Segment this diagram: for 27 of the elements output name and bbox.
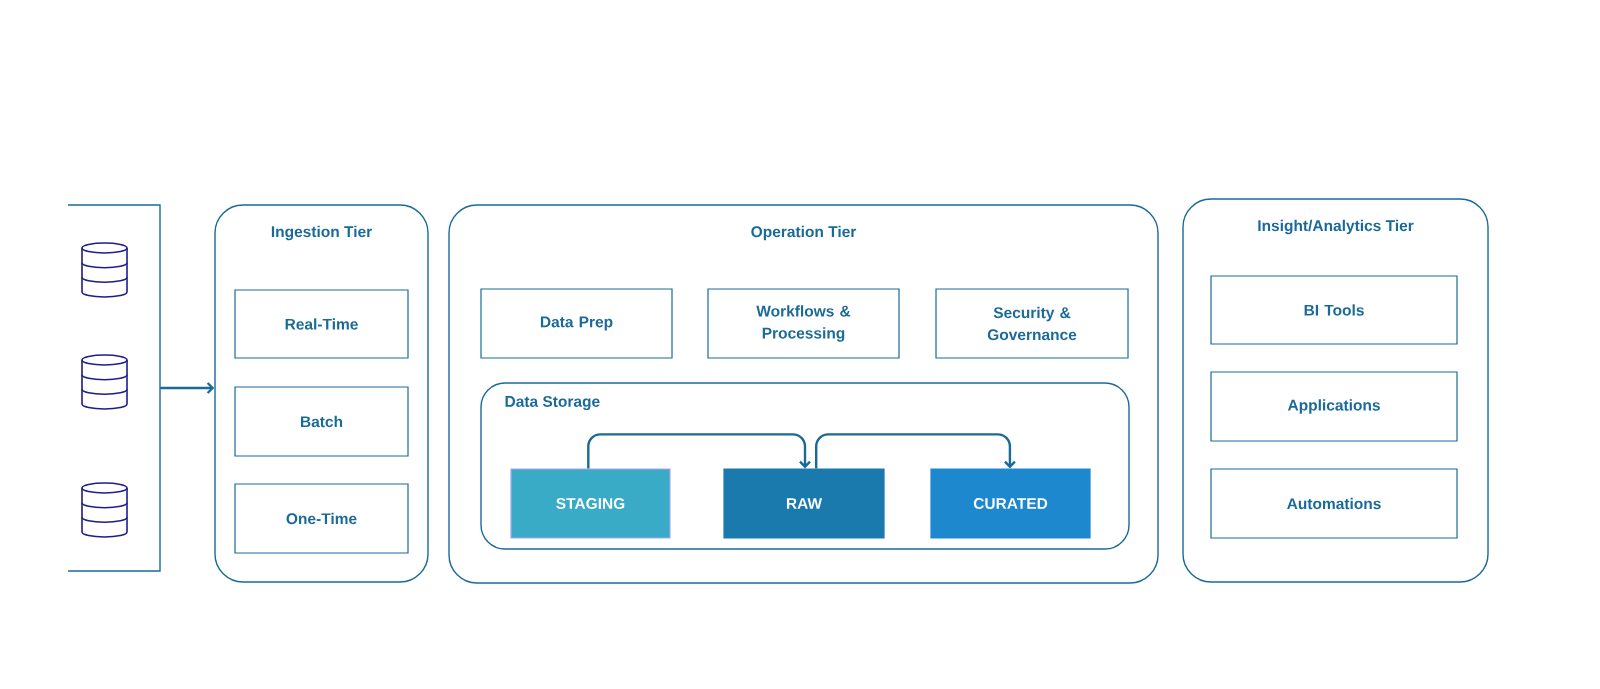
component-box: Automations — [1210, 468, 1458, 539]
component-box: Applications — [1210, 371, 1458, 442]
tier-panel — [480, 382, 1130, 550]
database-icon — [81, 242, 128, 298]
stage-box: CURATED — [930, 468, 1091, 539]
component-box: Security & Governance — [935, 288, 1129, 359]
bracket — [67, 204, 161, 572]
database-icon — [81, 354, 128, 410]
stage-box: STAGING — [510, 468, 671, 539]
panel-title: Data Storage — [505, 395, 600, 411]
component-box: Workflows & Processing — [707, 288, 900, 359]
arrow — [587, 433, 811, 469]
tier-panel — [214, 204, 429, 583]
database-icon — [81, 482, 128, 538]
component-box: One-Time — [234, 483, 409, 554]
panel-title: Ingestion Tier — [271, 225, 372, 241]
component-box: Data Prep — [480, 288, 673, 359]
arrow — [815, 433, 1016, 469]
component-box: BI Tools — [1210, 275, 1458, 345]
panel-title: Operation Tier — [751, 225, 857, 241]
arrow — [160, 382, 215, 394]
stage-box: RAW — [723, 468, 885, 539]
component-box: Real-Time — [234, 289, 409, 359]
component-box: Batch — [234, 386, 409, 457]
tier-panel — [1182, 198, 1489, 583]
tier-panel — [448, 204, 1159, 584]
panel-title: Insight/Analytics Tier — [1258, 219, 1414, 235]
